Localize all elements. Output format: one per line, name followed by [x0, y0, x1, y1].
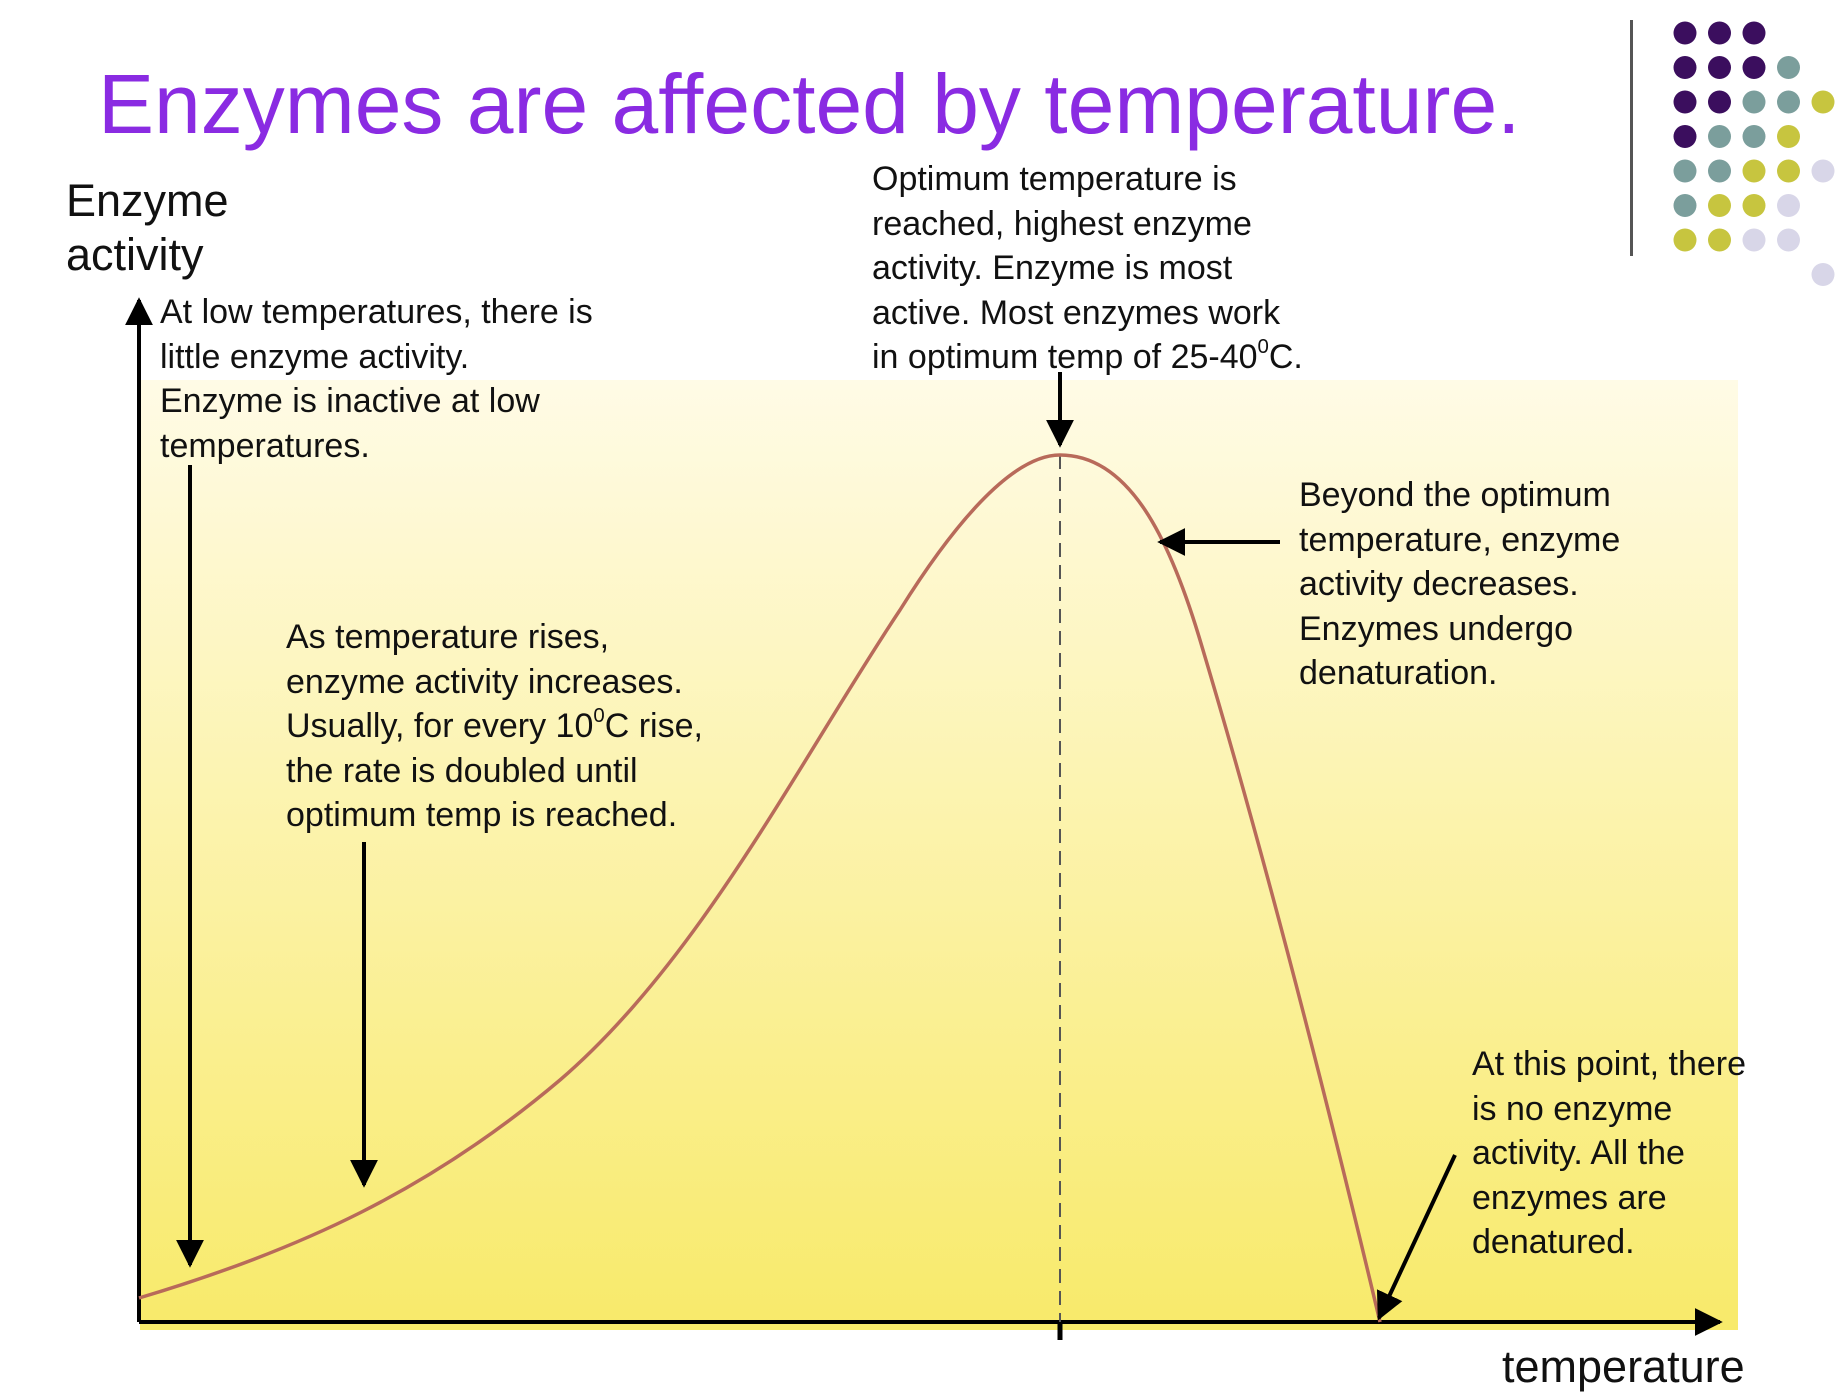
callout-denatured: At this point, there is no enzyme activi… — [1472, 1045, 1747, 1261]
callout-low-temp: At low temperatures, there is little enz… — [160, 293, 593, 465]
callout-optimum: Optimum temperature is reached, highest … — [872, 160, 1303, 376]
enzyme-activity-curve — [138, 453, 1382, 1323]
graph-background — [140, 380, 1738, 1330]
x-axis-label: temperature — [1502, 1341, 1745, 1392]
callout-beyond-optimum: Beyond the optimum temperature, enzyme a… — [1299, 476, 1621, 692]
denatured-arrow — [1376, 1154, 1457, 1321]
header-divider-line — [1630, 20, 1633, 256]
slide-title: Enzymes are affected by temperature. — [98, 57, 1521, 151]
callout-rising: As temperature rises, enzyme activity in… — [286, 618, 703, 834]
y-axis-label: Enzyme activity — [66, 175, 229, 280]
